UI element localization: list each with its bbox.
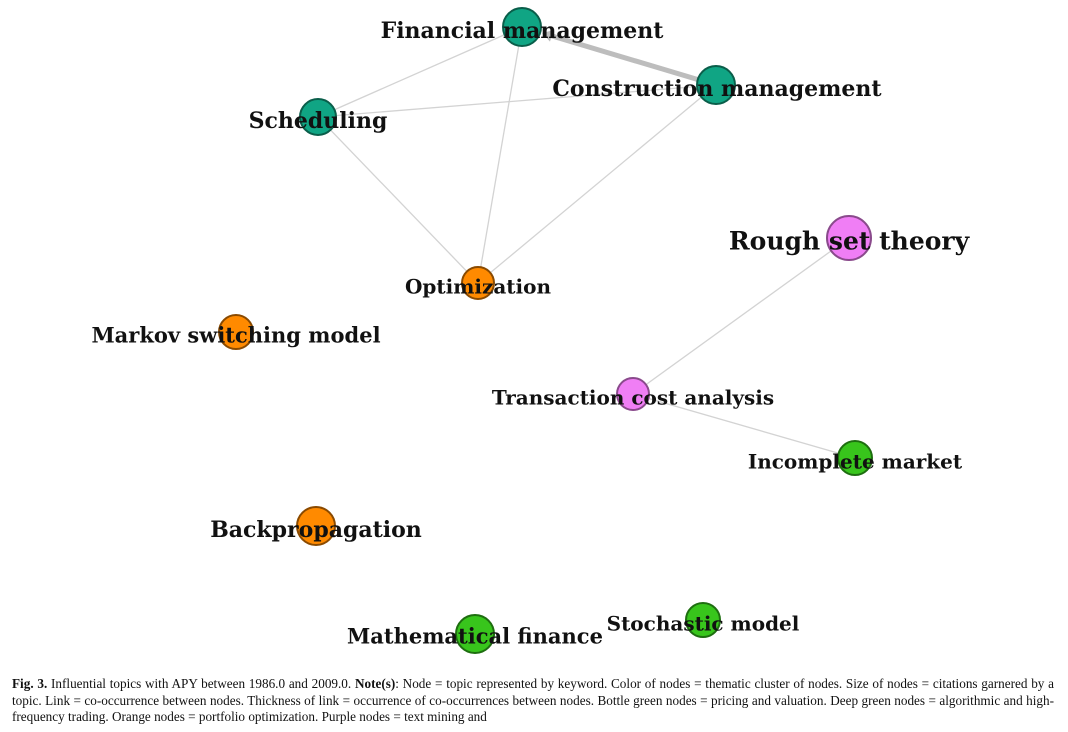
node-transaction-cost-analysis — [616, 377, 650, 411]
caption-text-1: Influential topics with APY between 1986… — [51, 676, 352, 691]
edge-construction-management-optimization — [477, 84, 717, 284]
node-financial-management — [502, 7, 542, 47]
edge-construction-management-financial-management — [550, 33, 717, 88]
edge-rough-set-theory-transaction-cost-analysis — [632, 237, 850, 395]
node-mathematical-finance — [455, 614, 495, 654]
edge-construction-management-scheduling — [317, 84, 717, 118]
node-label-construction-management: Construction management — [552, 76, 882, 102]
node-label-scheduling: Scheduling — [249, 108, 388, 134]
node-label-financial-management: Financial management — [381, 18, 665, 44]
node-rough-set-theory — [826, 215, 872, 261]
node-scheduling — [299, 98, 337, 136]
caption-text-2: : Node = topic represented by keyword. C… — [12, 676, 1054, 724]
edge-layer — [317, 26, 856, 459]
caption-notes-label: Note(s) — [354, 676, 396, 691]
node-backpropagation — [296, 506, 336, 546]
node-optimization — [461, 266, 495, 300]
node-label-rough-set-theory: Rough set theory — [729, 227, 971, 256]
edge-arrowhead — [542, 30, 554, 42]
node-layer — [218, 7, 873, 654]
node-label-incomplete-market: Incomplete market — [748, 450, 963, 474]
edge-scheduling-optimization — [317, 116, 479, 284]
node-stochastic-model — [685, 602, 721, 638]
node-incomplete-market — [837, 440, 873, 476]
edge-financial-management-scheduling — [317, 26, 523, 118]
node-markov-switching-model — [218, 314, 254, 350]
edge-transaction-cost-analysis-incomplete-market — [632, 393, 856, 459]
node-label-optimization: Optimization — [405, 275, 551, 299]
node-label-mathematical-finance: Mathematical finance — [347, 624, 603, 649]
caption-fig-label: Fig. 3. — [12, 676, 48, 691]
node-label-backpropagation: Backpropagation — [210, 517, 422, 543]
node-label-markov-switching-model: Markov switching model — [91, 323, 380, 348]
figure-caption: Fig. 3. Influential topics with APY betw… — [12, 676, 1054, 726]
node-label-stochastic-model: Stochastic model — [607, 612, 800, 636]
node-label-transaction-cost-analysis: Transaction cost analysis — [492, 386, 774, 410]
node-construction-management — [696, 65, 736, 105]
edge-financial-management-optimization — [477, 26, 523, 284]
